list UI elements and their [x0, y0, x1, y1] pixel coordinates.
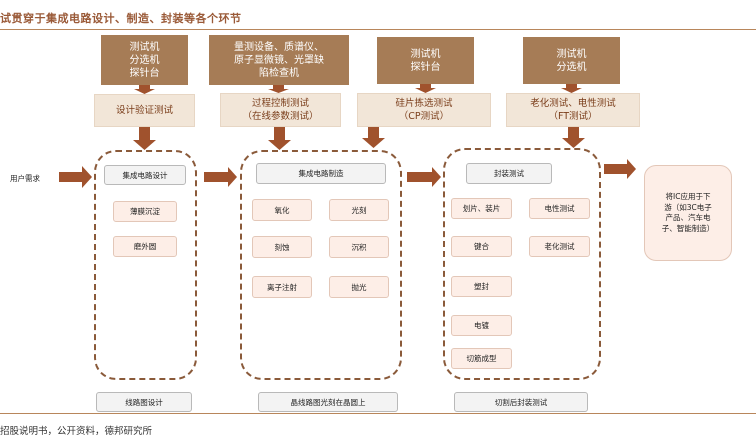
mfg-bottom-label: 晶线路图光刻在晶圆上 [258, 392, 398, 412]
equipment-box-manufacturing: 量测设备、质谱仪、 原子显微镜、光罩缺 陷检查机 [209, 35, 349, 85]
manufacturing-group [240, 150, 402, 380]
manufacturing-header: 集成电路制造 [256, 163, 386, 184]
design-header: 集成电路设计 [104, 165, 186, 185]
arrow-down-ft-1 [561, 84, 582, 93]
arrow-down-cp-1 [415, 84, 436, 93]
arrow-down-design-2 [133, 127, 156, 150]
footer-rule [0, 413, 756, 414]
mfg-item-lithography: 光刻 [329, 199, 389, 221]
design-item-film: 薄膜沉淀 [113, 201, 177, 222]
arrow-down-ft-2 [562, 127, 585, 148]
pkg-item-plating: 电镀 [451, 315, 512, 336]
pkg-item-molding: 塑封 [451, 276, 512, 297]
arrow-right-design-to-mfg [204, 167, 237, 187]
title-rule [0, 29, 756, 30]
source-note: 招股说明书，公开资料，德邦研究所 [0, 426, 153, 437]
equipment-box-design: 测试机 分选机 探针台 [101, 35, 188, 85]
pkg-item-bonding: 键合 [451, 236, 512, 257]
mfg-item-oxidation: 氧化 [252, 199, 312, 221]
arrow-down-mfg-2 [268, 127, 291, 150]
arrow-right-mfg-to-pkg [407, 167, 441, 187]
equipment-box-ft: 测试机 分选机 [523, 37, 620, 84]
arrow-down-mfg-1 [268, 85, 289, 93]
pkg-item-dicing: 划片、装片 [451, 198, 512, 219]
arrow-right-pkg-to-downstream [604, 159, 636, 179]
mfg-item-polishing: 抛光 [329, 276, 389, 298]
pkg-item-electrical-test: 电性测试 [529, 198, 590, 219]
packaging-header: 封装测试 [466, 163, 552, 184]
pkg-item-trim-form: 切筋成型 [451, 348, 512, 369]
user-demand-label: 用户需求 [10, 173, 40, 183]
test-box-ft: 老化测试、电性测试 （FT测试） [506, 93, 640, 127]
arrow-down-cp-2 [362, 127, 385, 148]
test-box-cp: 硅片拣选测试 （CP测试） [357, 93, 491, 127]
test-box-design: 设计验证测试 [94, 94, 195, 127]
design-bottom-label: 线路图设计 [96, 392, 192, 412]
mfg-item-etching: 刻蚀 [252, 236, 312, 258]
page-title: 试贯穿于集成电路设计、制造、封装等各个环节 [0, 12, 242, 25]
pkg-bottom-label: 切割后封装测试 [454, 392, 588, 412]
downstream-application: 将IC应用于下 游（如3C电子 产品、汽车电 子、智能制造） [644, 165, 732, 261]
arrow-right-user-to-design [59, 166, 92, 188]
test-box-process: 过程控制测试 （在线参数测试） [220, 93, 341, 127]
mfg-item-ion-implant: 离子注射 [252, 276, 312, 298]
design-item-grinding: 磨外圆 [113, 236, 177, 257]
design-group [94, 150, 197, 380]
arrow-down-design-1 [134, 85, 155, 94]
equipment-box-cp: 测试机 探针台 [377, 37, 474, 84]
mfg-item-deposition: 沉积 [329, 236, 389, 258]
packaging-group [443, 148, 601, 380]
pkg-item-burn-in-test: 老化测试 [529, 236, 590, 257]
